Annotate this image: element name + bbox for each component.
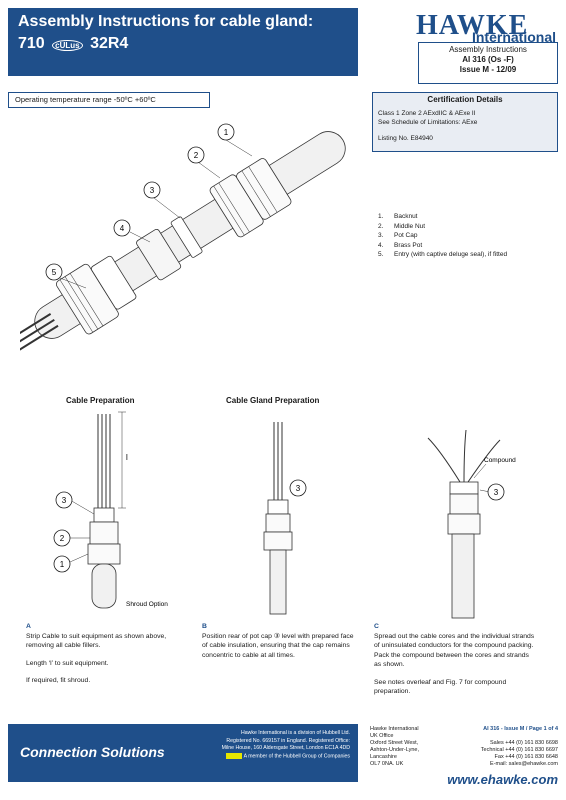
figure-b-diagram: 3 [263,422,307,615]
step-a: A Strip Cable to suit equipment as shown… [26,623,167,684]
parts-list: 1.Backnut 2.Middle Nut 3.Pot Cap 4.Brass… [378,212,507,260]
list-item: 2.Middle Nut [378,222,426,230]
footer-contact: Hawke International UK Office Oxford Str… [370,726,558,787]
list-item: 4.Brass Pot [378,241,423,249]
svg-text:5: 5 [52,268,57,277]
svg-text:2: 2 [60,534,65,543]
svg-text:4: 4 [120,224,125,233]
callout-3: 3 [479,483,505,501]
operating-temperature: Operating temperature range -50ºC +60ºC [8,92,210,108]
list-item: 3.Pot Cap [378,232,418,239]
figure-c-diagram: Compound 3 [427,429,516,619]
callout-1: 1 [53,553,89,573]
hawke-logo: HAWKE International [416,10,556,45]
callout-3: 3 [289,479,307,497]
callout-5: 5 [45,263,87,289]
svg-text:2: 2 [194,151,199,160]
title-bar: Assembly Instructions for cable gland: 7… [8,8,358,76]
callout-3: 3 [143,181,181,219]
callout-4: 4 [113,219,151,243]
svg-text:l: l [126,453,128,462]
list-item: 1.Backnut [378,213,418,220]
svg-text:Shroud Option: Shroud Option [126,601,168,608]
exploded-gland-diagram: 1 2 3 4 5 [20,123,346,354]
certification-box: Certification Details Class 1 Zone 2 AEx… [372,92,558,152]
svg-text:3: 3 [150,186,155,195]
svg-text:3: 3 [296,484,301,493]
step-b: B Position rear of pot cap ③ level with … [202,623,354,659]
footer-brand-bar: Connection Solutions Hawke International… [8,724,358,782]
svg-text:1: 1 [60,560,65,569]
certification-heading: Certification Details [427,95,503,104]
figure-a-diagram: l 3 2 1 Shroud Option [53,411,168,609]
footer-brand: Connection Solutions [20,744,165,760]
footer-legal: Hawke International is a division of Hub… [221,730,350,759]
gland-preparation-heading: Cable Gland Preparation [226,396,320,405]
ul-mark-icon: cULus [52,40,83,51]
list-item: 5.Entry (with captive deluge seal), if f… [378,251,508,258]
callout-2: 2 [187,146,221,179]
page-title: Assembly Instructions for cable gland: [18,13,314,30]
callout-3: 3 [55,491,95,515]
document-id-box: Assembly Instructions AI 316 (Os -F) Iss… [418,42,558,84]
svg-text:1: 1 [224,128,229,137]
svg-text:3: 3 [494,488,499,497]
step-c: C Spread out the cable cores and the ind… [374,623,535,695]
callout-1: 1 [217,123,253,157]
svg-text:3: 3 [62,496,67,505]
hubbell-logo-icon [225,752,242,759]
callout-2: 2 [53,529,90,547]
website-link[interactable]: www.ehawke.com [447,772,558,787]
svg-text:Compound: Compound [484,457,516,464]
product-code: 710 cULus 32R4 [18,35,129,52]
cable-preparation-heading: Cable Preparation [66,396,135,405]
